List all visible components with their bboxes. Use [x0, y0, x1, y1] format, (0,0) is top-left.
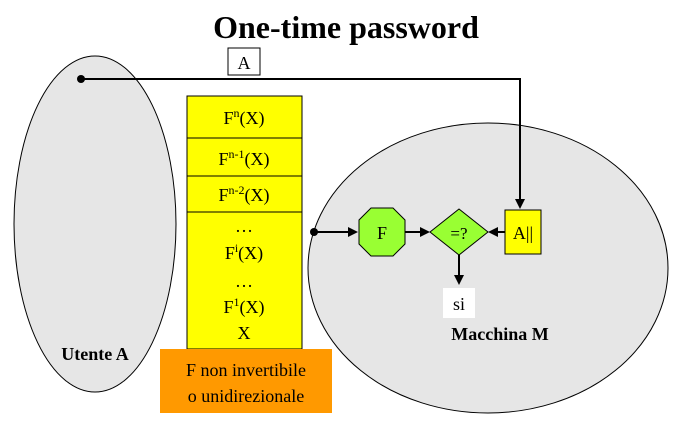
compare-label: =?	[450, 224, 467, 243]
chain-fn-text: Fn(X)	[223, 106, 264, 129]
sender-box	[227, 47, 261, 76]
page-title: One-time password	[213, 9, 479, 45]
chain-fi-text: Fi(X)	[225, 241, 263, 264]
result-box	[443, 288, 475, 318]
chain-cell-fn1	[186, 137, 303, 177]
chain-dots-2: …	[235, 271, 253, 291]
machine-label: Macchina M	[451, 324, 548, 344]
note-line-2: o unidirezionale	[188, 386, 304, 406]
result-label: si	[453, 294, 465, 314]
chain-f1-text: F1(X)	[223, 295, 264, 318]
chain-fn1-text: Fn-1(X)	[218, 147, 269, 170]
user-label: Utente A	[61, 344, 128, 364]
chain-cell-fn2	[186, 175, 303, 213]
chain-cell-rest	[186, 211, 303, 350]
machine-ellipse	[307, 122, 669, 414]
chain-dots-1: …	[235, 216, 253, 236]
user-to-machine-line	[81, 78, 525, 209]
chain-seed-text: X	[238, 323, 251, 343]
hash-function-label: F	[377, 223, 387, 243]
note-box	[160, 349, 332, 413]
sender-box-label: A	[238, 53, 251, 73]
chain-fn2-text: Fn-2(X)	[218, 183, 269, 206]
user-ellipse	[13, 55, 177, 393]
stored-value-label: A||	[513, 223, 533, 243]
hash-function-octagon	[358, 207, 406, 257]
stored-value-box	[504, 209, 542, 255]
note-line-1: F non invertibile	[186, 360, 306, 380]
